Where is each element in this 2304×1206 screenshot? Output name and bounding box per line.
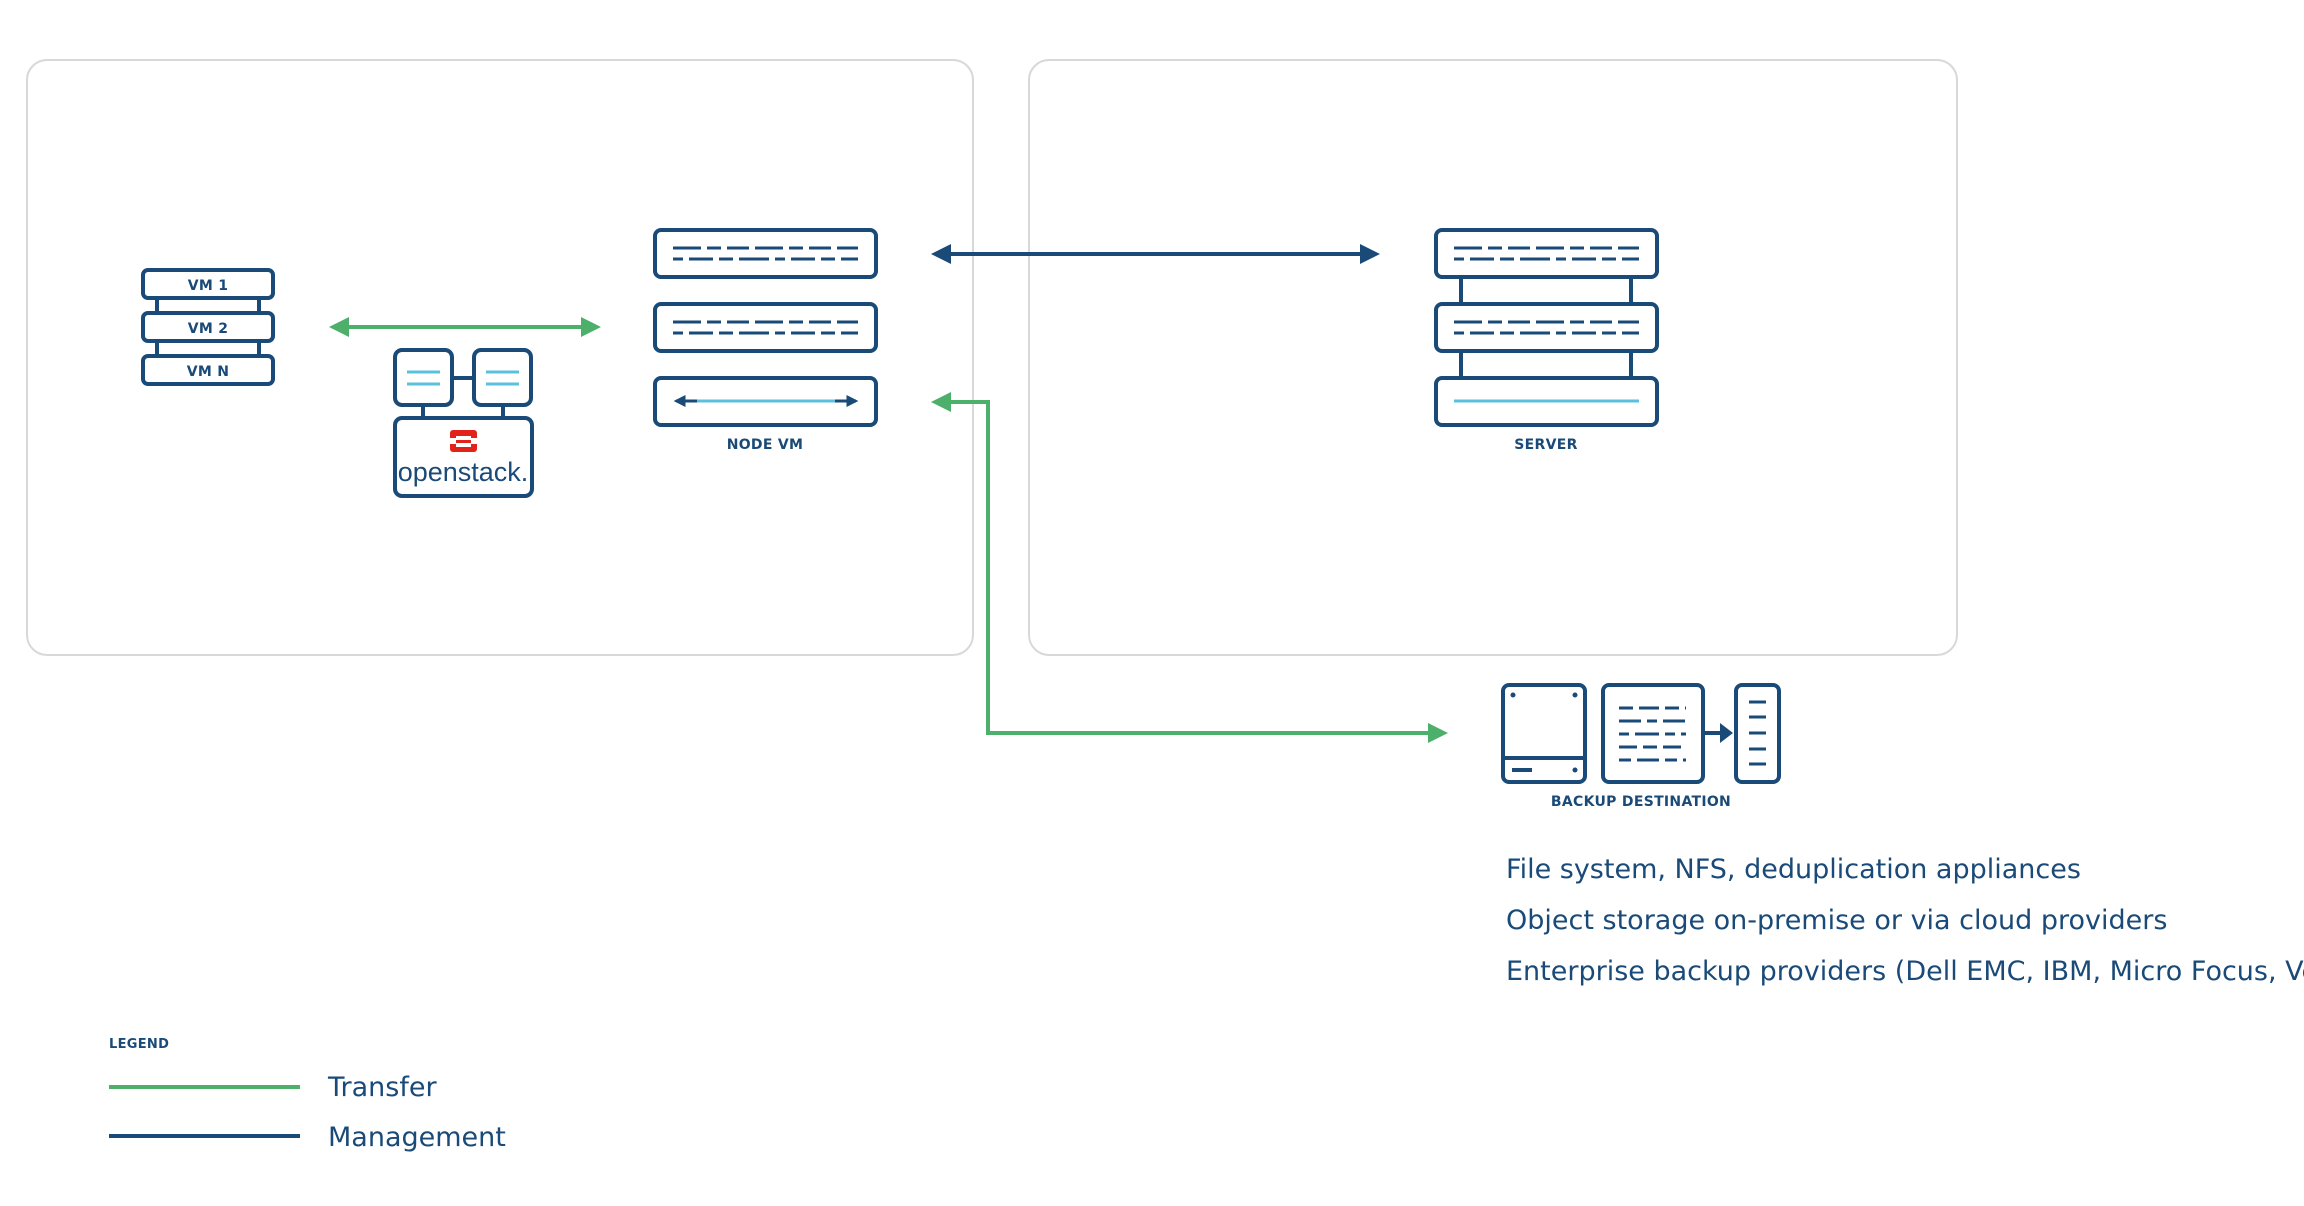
legend-management-label: Management — [328, 1122, 506, 1153]
vm-item-label: VM 2 — [188, 321, 229, 337]
legend: LEGEND Transfer Management — [109, 1037, 506, 1153]
right-panel — [1028, 59, 1958, 656]
server-label: SERVER — [1514, 437, 1577, 453]
left-panel — [26, 59, 974, 656]
openstack-icon: openstack. — [393, 348, 534, 498]
backup-flow-arrowhead — [1720, 723, 1733, 743]
backup-destination-label: BACKUP DESTINATION — [1551, 794, 1731, 810]
backup-description: File system, NFS, deduplication applianc… — [1506, 854, 2081, 885]
vm-item-label: VM N — [187, 364, 230, 380]
node-vm-label: NODE VM — [727, 437, 804, 453]
openstack-logo-mark — [450, 430, 477, 452]
vm-item-label: VM 1 — [188, 278, 229, 294]
backup-description: Object storage on-premise or via cloud p… — [1506, 905, 2167, 936]
backup-description: Enterprise backup providers (Dell EMC, I… — [1506, 956, 2304, 987]
legend-title: LEGEND — [109, 1037, 169, 1052]
node-vm-icon — [653, 228, 878, 427]
openstack-logo-text: openstack. — [398, 457, 529, 487]
disk-drive-icon — [1501, 683, 1587, 784]
vm-stack-icon: VM 1 VM 2 VM N — [141, 268, 275, 386]
transfer-arrow-node-backup — [931, 392, 1448, 743]
legend-transfer-label: Transfer — [327, 1072, 437, 1103]
document-icon — [1601, 683, 1705, 784]
server-icon — [1434, 228, 1659, 427]
tape-rack-icon — [1734, 683, 1781, 784]
